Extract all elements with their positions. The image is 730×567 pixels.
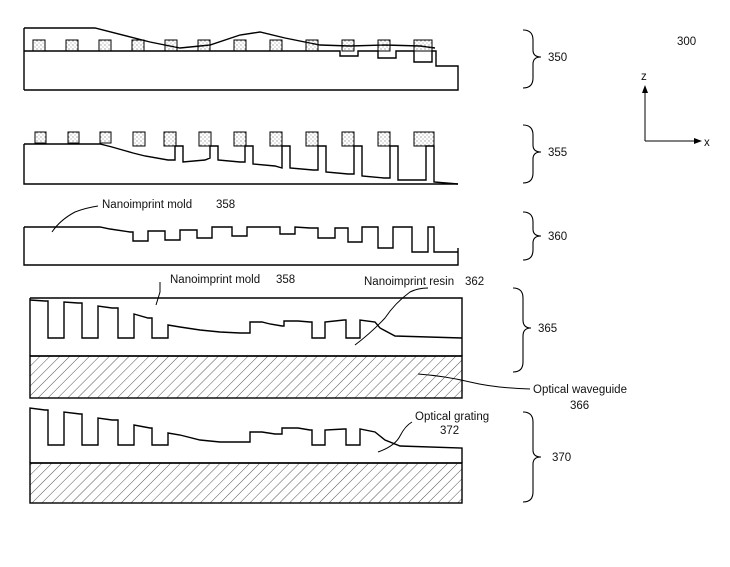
nanoimprint-mold-360-ref: 358 — [216, 199, 235, 211]
figure-number: 300 — [677, 36, 696, 48]
bracket-370 — [523, 412, 541, 502]
optical-grating-label: Optical grating — [415, 411, 489, 423]
bracket-360 — [523, 212, 541, 260]
optical-waveguide-label: Optical waveguide — [533, 384, 627, 396]
nanoimprint-mold-365-label: Nanoimprint mold — [170, 274, 260, 286]
step-360-structure — [24, 206, 458, 265]
axis-z-label: z — [641, 71, 647, 83]
step-355-label: 355 — [548, 147, 567, 159]
step-360-label: 360 — [548, 231, 567, 243]
step-350-label: 350 — [548, 52, 567, 64]
nanoimprint-mold-360-label: Nanoimprint mold — [102, 199, 192, 211]
step-365-label: 365 — [538, 323, 557, 335]
nanoimprint-resin-label: Nanoimprint resin — [364, 276, 454, 288]
bracket-350 — [523, 30, 541, 88]
step-355-structure — [24, 132, 458, 184]
axis-x-label: x — [704, 137, 710, 149]
step-365-structure — [30, 282, 530, 398]
optical-waveguide-365 — [30, 356, 462, 398]
nanoimprint-mold-365-ref: 358 — [276, 274, 295, 286]
nanoimprint-resin-ref: 362 — [465, 276, 484, 288]
optical-grating-ref: 372 — [440, 425, 459, 437]
bracket-365 — [513, 288, 531, 372]
optical-waveguide-ref: 366 — [570, 400, 589, 412]
axes-icon — [642, 85, 702, 144]
step-370-structure — [30, 408, 462, 503]
step-370-label: 370 — [552, 452, 571, 464]
optical-waveguide-370 — [30, 463, 462, 503]
bracket-355 — [523, 125, 541, 183]
step-350-structure — [24, 28, 458, 90]
